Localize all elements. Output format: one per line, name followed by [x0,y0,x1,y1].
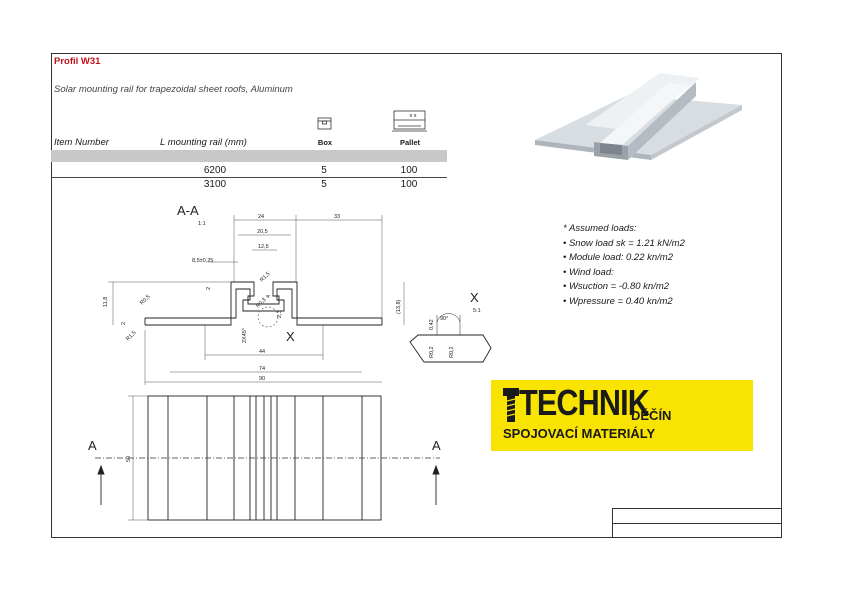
dim-90deg: 90° [440,316,448,322]
logo-tagline: SPOJOVACÍ MATERIÁLY [503,426,656,441]
row-length: 6200 [203,165,227,176]
dim-2a: 2 [206,287,212,290]
load-item: • Module load: 0.22 kn/m2 [563,252,674,263]
detail-callout: X [286,329,295,344]
technik-logo: TECHNIK DĚČÍN SPOJOVACÍ MATERIÁLY [491,380,753,451]
logo-city: DĚČÍN [631,408,672,423]
row-pallet: 100 [400,179,418,190]
col-mounting-length: L mounting rail (mm) [160,137,247,148]
section-scale: 1:1 [198,221,206,227]
loads-heading: * Assumed loads: [563,223,637,234]
row-box: 5 [321,179,327,190]
dim-4: 4 [266,295,272,298]
load-item: • Snow load sk = 1.21 kN/m2 [563,237,685,249]
load-item: • Wind load: [563,266,614,278]
dim-r1-5a: R1,5 [259,271,271,283]
dim-11-8: 11,8 [103,297,109,307]
profile-title: Profil W31 [54,56,101,67]
detail-label: X [470,290,479,305]
detail-x-view [409,313,492,363]
title-block-divider [612,523,782,524]
dim-90: 90 [259,376,265,382]
cut-label-right: A [432,438,441,453]
dim-2b: 2 [121,322,127,325]
cut-label-left: A [88,438,97,453]
dim-12-5: 12,5 [258,244,269,250]
rail-profile-section [144,281,383,326]
dim-2-3: 2,3 [277,310,283,318]
rail-render-image [535,73,742,160]
dimension-lines [108,215,405,385]
dim-r1-5b: R1,5 [125,330,137,342]
load-item: • Wsuction = -0.80 kn/m2 [563,281,670,292]
dim-r0-2b: R0,2 [449,346,455,358]
dim-20-5: 20,5 [257,229,268,235]
col-box: Box [317,138,333,147]
dim-r0-2a: R0,2 [429,346,435,358]
col-item-number: Item Number [54,137,109,148]
dim-50: 50 [126,456,132,462]
detail-scale: 5:1 [473,308,481,314]
dim-13-8: (13,8) [396,299,402,314]
col-pallet: Pallet [399,138,420,147]
logo-brand: TECHNIK [519,382,650,423]
dim-74: 74 [259,366,265,372]
table-row-divider [51,177,447,178]
dim-24: 24 [258,214,264,220]
row-box: 5 [321,165,327,176]
dim-2x45: 2X45° [242,328,248,343]
bolt-icon [503,388,519,422]
load-item: • Wpressure = 0.40 kn/m2 [563,295,673,307]
profile-subtitle: Solar mounting rail for trapezoidal shee… [54,84,293,95]
dim-8-5: 8,5±0,25 [192,258,213,264]
assumed-loads: * Assumed loads: • Snow load sk = 1.21 k… [563,222,685,309]
dim-0-42: 0,42 [429,319,435,330]
table-header-bar [51,150,447,162]
row-pallet: 100 [400,165,418,176]
dim-44: 44 [259,349,265,355]
dim-33: 33 [334,214,340,220]
detail-circle [257,306,279,328]
section-label: A-A [177,203,199,218]
drawing-frame [51,53,782,538]
row-length: 3100 [203,179,227,190]
cut-arrows [97,464,440,505]
dim-r0-5: R0,5 [139,294,151,306]
